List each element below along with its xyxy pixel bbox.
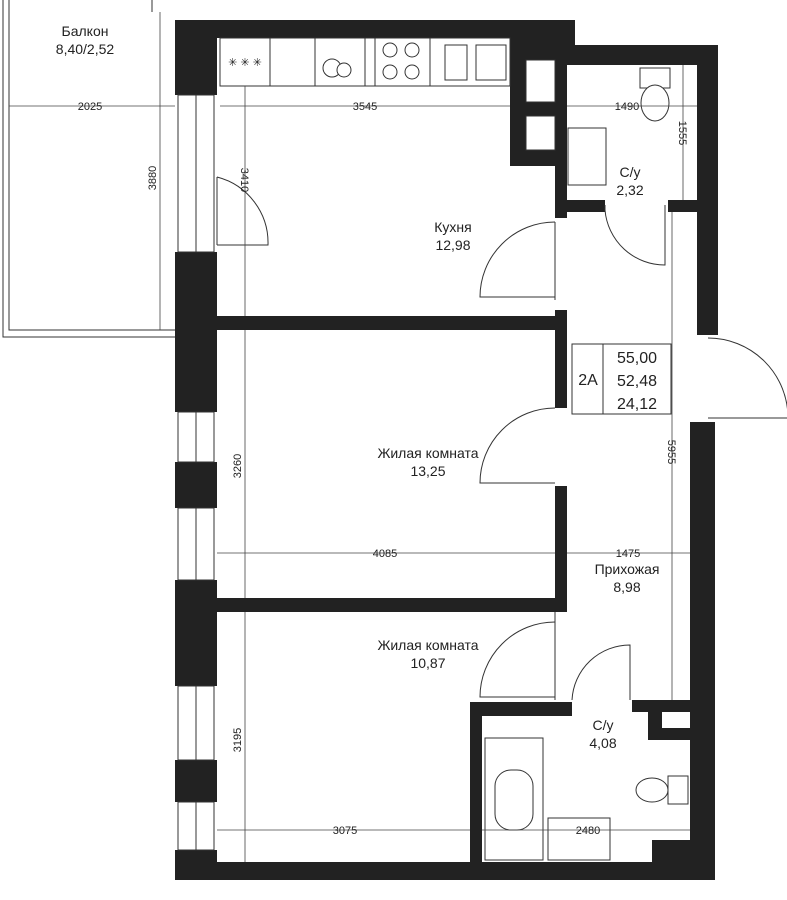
dim-wc1-height: 1555 bbox=[676, 121, 688, 145]
dim-kitchen-width: 3545 bbox=[353, 101, 377, 113]
summary-living-area: 24,12 bbox=[617, 396, 657, 413]
dim-living1-height: 3260 bbox=[232, 454, 244, 478]
wc1-fixtures bbox=[567, 67, 671, 186]
door-living2 bbox=[479, 621, 556, 698]
wc1-toilet-icon bbox=[640, 84, 670, 122]
room-wc2-area: 4,08 bbox=[589, 735, 616, 751]
summary-box: 2A 55,00 52,48 24,12 bbox=[571, 343, 672, 415]
door-wc2 bbox=[571, 644, 631, 701]
room-kitchen-name: Кухня bbox=[434, 219, 471, 235]
dim-hall-width: 1475 bbox=[616, 548, 640, 560]
room-balcony-name: Балкон bbox=[62, 23, 109, 39]
dim-hall-height: 5955 bbox=[665, 440, 677, 464]
dim-living1-width: 4085 bbox=[373, 548, 397, 560]
door-entrance bbox=[707, 337, 787, 419]
walls bbox=[175, 20, 718, 880]
room-hall-area: 8,98 bbox=[613, 579, 640, 595]
doors bbox=[216, 176, 787, 701]
dimension-texts: 2025 3880 3545 3410 1490 1555 3260 4085 … bbox=[78, 101, 688, 837]
room-wc2-name: С/у bbox=[593, 717, 614, 733]
dim-balcony-width: 2025 bbox=[78, 101, 102, 113]
wc1-sink-icon bbox=[567, 127, 607, 186]
wc2-toilet-tank-icon bbox=[667, 775, 689, 805]
room-labels: Балкон 8,40/2,52 Кухня 12,98 С/у 2,32 Жи… bbox=[56, 23, 660, 751]
dim-living2-width: 3075 bbox=[333, 825, 357, 837]
room-wc1-area: 2,32 bbox=[616, 182, 643, 198]
room-balcony-area: 8,40/2,52 bbox=[56, 41, 115, 57]
wc2-fixtures bbox=[484, 737, 689, 861]
room-living2-name: Жилая комната bbox=[377, 637, 478, 653]
room-wc1-name: С/у bbox=[620, 164, 641, 180]
door-living1 bbox=[479, 407, 556, 484]
door-kitchen bbox=[479, 221, 556, 298]
stove-icon bbox=[382, 42, 398, 58]
windows bbox=[177, 59, 556, 851]
summary-total-area: 55,00 bbox=[617, 350, 657, 367]
dim-wc2-width: 2480 bbox=[576, 825, 600, 837]
room-living2-area: 10,87 bbox=[410, 655, 445, 671]
door-balcony bbox=[216, 176, 269, 246]
drainboard-icon bbox=[444, 44, 468, 81]
kitchen-fixtures: ✳ ✳ ✳ bbox=[219, 37, 511, 87]
wc2-sink-icon bbox=[547, 817, 611, 861]
room-hall-name: Прихожая bbox=[595, 561, 660, 577]
room-living1-area: 13,25 bbox=[410, 463, 445, 479]
balcony bbox=[2, 0, 175, 338]
dim-balcony-height: 3880 bbox=[147, 166, 159, 190]
room-kitchen-area: 12,98 bbox=[435, 237, 470, 253]
dim-living2-height: 3195 bbox=[232, 728, 244, 752]
fridge-icon: ✳ ✳ ✳ bbox=[228, 57, 262, 69]
dim-wc1-width: 1490 bbox=[615, 101, 639, 113]
kitchen-sink-icon bbox=[475, 44, 507, 81]
room-living1-name: Жилая комната bbox=[377, 445, 478, 461]
summary-area-without-balcony: 52,48 bbox=[617, 373, 657, 390]
door-wc1 bbox=[604, 205, 666, 266]
wc2-toilet-icon bbox=[635, 777, 669, 803]
apartment-type: 2A bbox=[578, 372, 598, 389]
dimension-lines bbox=[9, 12, 697, 862]
dim-kitchen-height: 3410 bbox=[238, 168, 250, 192]
